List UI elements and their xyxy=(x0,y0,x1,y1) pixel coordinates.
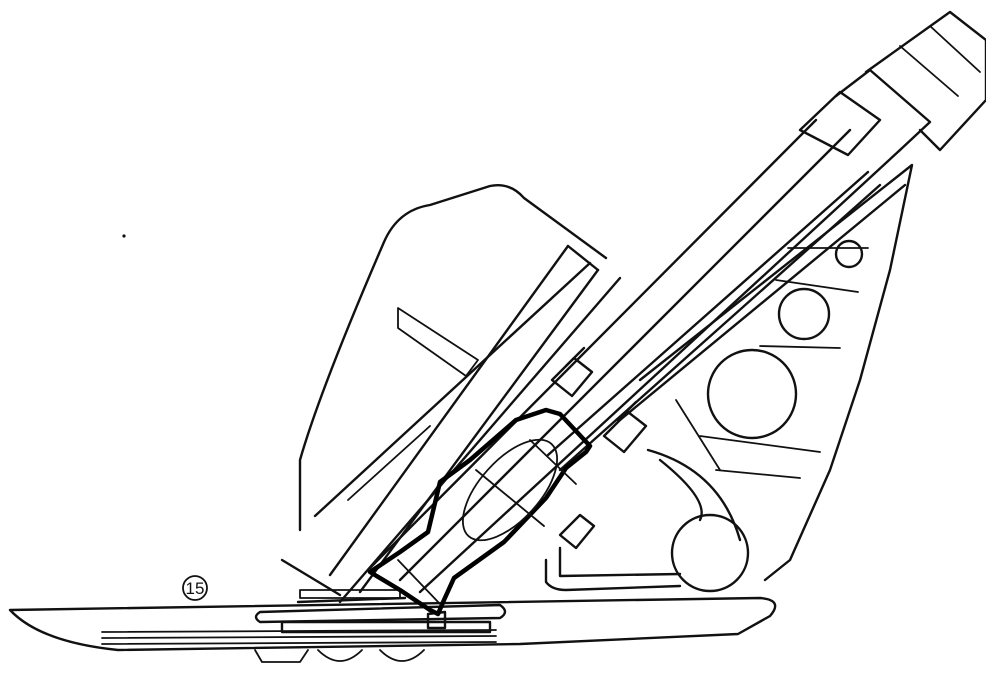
truss-support xyxy=(544,163,914,593)
base-plate xyxy=(8,596,777,663)
hole-small xyxy=(834,239,864,269)
diagonal-rail xyxy=(368,10,986,594)
callout-marker: 15 xyxy=(182,575,208,601)
lens-element xyxy=(462,438,558,542)
speck xyxy=(122,234,126,238)
knob-ball xyxy=(670,513,750,593)
fittings xyxy=(550,346,648,550)
highlighted-cartridge xyxy=(367,407,593,617)
callout-circle xyxy=(182,575,208,601)
mount-foot xyxy=(254,589,507,634)
callout-label: 15 xyxy=(186,579,205,598)
hole-large xyxy=(706,348,798,440)
rotating-housing xyxy=(280,184,622,604)
hole-medium xyxy=(777,287,831,341)
